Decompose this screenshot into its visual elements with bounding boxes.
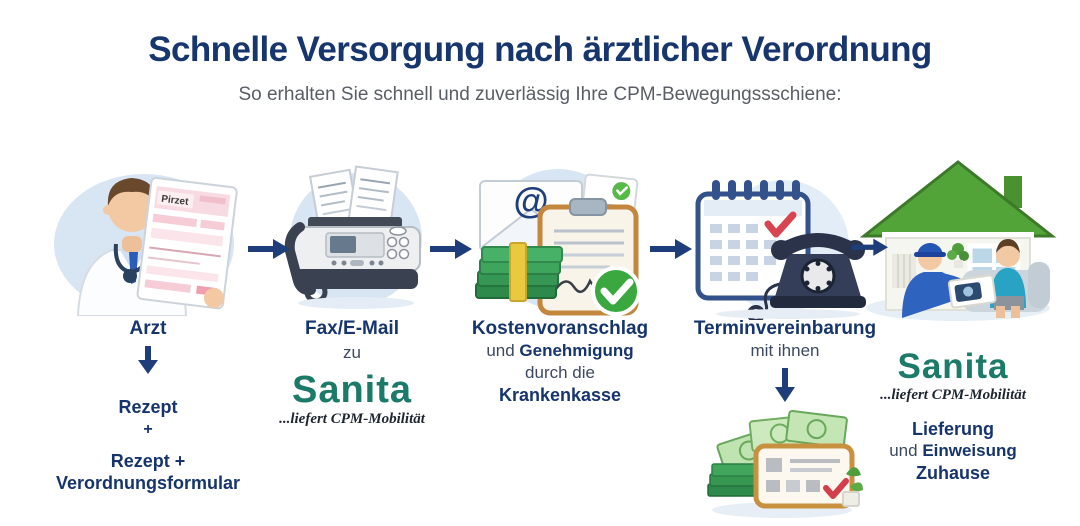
step-kosten-line2: und Genehmigung <box>450 340 670 362</box>
page-subtitle: So erhalten Sie schnell und zuverlässig … <box>238 84 842 105</box>
step-kosten-und: und <box>486 341 520 360</box>
step-kosten-labels: Kostenvoranschlag und Genehmigung durch … <box>450 317 670 406</box>
flow-arrow-right-3-icon <box>648 236 692 262</box>
step-fax-zu: zu <box>343 343 361 362</box>
flow-arrow-down-arzt-icon <box>136 344 160 374</box>
card-check-icon <box>823 478 849 499</box>
page-title: Schnelle Versorgung nach ärztlicher Vero… <box>148 30 932 69</box>
step-arzt-title: Arzt <box>129 318 167 339</box>
home-delivery-illustration <box>858 156 1058 324</box>
step-lieferung-zuhause: Zuhause <box>915 463 990 483</box>
prescription-form: Pirzet <box>136 176 238 310</box>
step-lieferung-line2: und Einweisung <box>842 440 1064 462</box>
step-lieferung-einweisung: Einweisung <box>922 441 1017 460</box>
step-arzt-rezept-plus: Rezept + <box>110 451 186 471</box>
approval-check-icon <box>591 266 641 316</box>
step-kosten-krankenkasse: Krankenkasse <box>498 385 622 405</box>
flow-arrow-right-2-icon <box>428 236 472 262</box>
step-arzt-plus: + <box>143 421 153 438</box>
flow-arrow-down-termin-icon <box>773 366 797 402</box>
kostenvoranschlag-illustration: @ <box>470 163 650 318</box>
step-termin-mit-ihnen: mit ihnen <box>750 341 820 360</box>
payment-approval-illustration <box>700 404 865 519</box>
step-kosten-genehmigung: Genehmigung <box>519 341 634 360</box>
calendar-phone-illustration <box>688 172 868 320</box>
flow-arrow-right-1-icon <box>246 236 290 262</box>
step-termin-labels: Terminvereinbarung mit ihnen <box>672 317 898 362</box>
step-arzt-rezept: Rezept <box>118 397 178 417</box>
fax-machine-illustration <box>274 163 434 313</box>
step-lieferung-labels: Sanita ...liefert CPM-Mobilität Lieferun… <box>842 348 1064 484</box>
calendar-check-icon <box>764 211 797 238</box>
step-lieferung-line1: Lieferung <box>911 419 994 439</box>
step-arzt-labels: Arzt Rezept + Rezept + Verordnungsformul… <box>38 317 258 494</box>
sanita-tagline-2: ...liefert CPM-Mobilität <box>880 387 1026 403</box>
step-arzt-verordnungsformular: Verordnungsformular <box>55 473 241 493</box>
sanita-tagline: ...liefert CPM-Mobilität <box>279 411 425 427</box>
prescription-form-label: Pirzet <box>161 194 190 208</box>
step-fax-labels: Fax/E-Mail zu Sanita ...liefert CPM-Mobi… <box>242 317 462 428</box>
sanita-logo-2: Sanita <box>897 347 1009 386</box>
step-kosten-title: Kostenvoranschlag <box>471 318 649 339</box>
sanita-logo: Sanita <box>291 369 413 411</box>
step-termin-title: Terminvereinbarung <box>693 318 877 339</box>
step-kosten-durch-die: durch die <box>525 363 595 382</box>
step-lieferung-und: und <box>889 441 923 460</box>
flow-arrow-right-4-icon <box>850 236 888 262</box>
step-fax-title: Fax/E-Mail <box>305 318 399 339</box>
doctor-prescription-illustration: Pirzet <box>50 148 242 316</box>
